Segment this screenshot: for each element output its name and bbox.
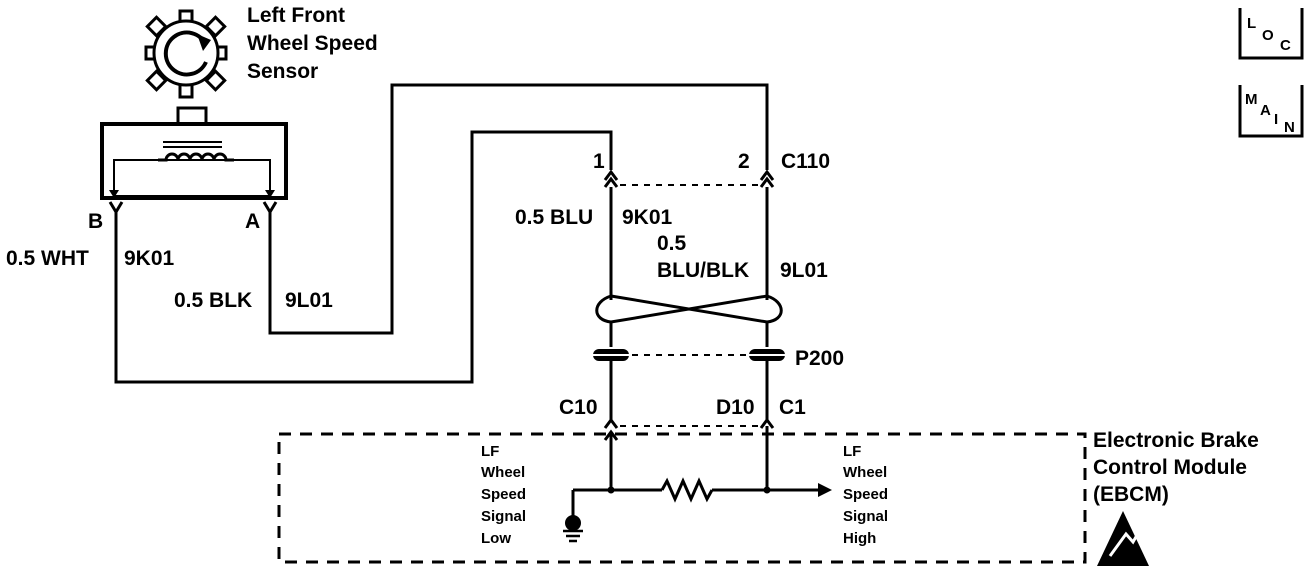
wire-black-gauge-color: 0.5 BLK: [174, 289, 252, 312]
loc-letter-l: L: [1247, 15, 1256, 32]
ground-icon: [563, 515, 583, 543]
svg-text:Wheel: Wheel: [481, 464, 525, 481]
twisted-pair-symbol: [595, 294, 783, 324]
sensor-pin-a-terminal: [262, 201, 278, 222]
svg-text:Signal: Signal: [843, 508, 888, 525]
svg-text:Speed: Speed: [843, 486, 888, 503]
location-view-button[interactable]: L O C: [1238, 8, 1304, 60]
main-letter-m: M: [1245, 91, 1258, 108]
main-letter-n: N: [1284, 119, 1295, 136]
ebcm-title-line1: Electronic Brake: [1093, 429, 1259, 452]
signal-high-label: LF Wheel Speed Signal High: [843, 443, 888, 547]
sensor-pin-a-label: A: [245, 210, 260, 233]
c110-pin2-terminal: [759, 169, 775, 188]
svg-text:Signal: Signal: [481, 508, 526, 525]
c1-pin-d10-terminal: [759, 417, 775, 429]
svg-text:LF: LF: [843, 443, 861, 460]
wire-blueblack-circuit: 9L01: [780, 259, 828, 282]
sensor-title-line3: Sensor: [247, 60, 318, 83]
harness-wires-upper: [609, 187, 769, 300]
sensor-coil: [158, 141, 234, 162]
wire-blue-circuit: 9K01: [622, 206, 673, 229]
wire-blue-gauge-color: 0.5 BLU: [515, 206, 593, 229]
svg-text:Low: Low: [481, 530, 511, 547]
sensor-title-line2: Wheel Speed: [247, 32, 378, 55]
loc-letter-o: O: [1262, 27, 1274, 44]
wire-blueblack-color: BLU/BLK: [657, 259, 749, 282]
c110-connector-label: C110: [781, 150, 830, 173]
svg-text:Wheel: Wheel: [843, 464, 887, 481]
main-letter-a: A: [1260, 102, 1271, 119]
signal-high-arrow-icon: [818, 483, 832, 497]
p200-inline-connector: [593, 349, 785, 361]
ebcm-title-line3: (EBCM): [1093, 483, 1169, 506]
esd-warning-icon: [1097, 511, 1149, 566]
sensor-body: [100, 106, 288, 200]
c1-pin-d10-label: D10: [716, 396, 755, 419]
p200-connector-label: P200: [795, 347, 844, 370]
harness-wires-middle: [609, 322, 769, 347]
c110-pin2-label: 2: [738, 150, 750, 173]
sensor-pin-b-terminal: [108, 201, 124, 222]
ebcm-input-leads: [609, 426, 769, 490]
svg-text:High: High: [843, 530, 876, 547]
main-menu-button[interactable]: M A I N: [1238, 85, 1304, 138]
harness-wires-lower: [609, 361, 769, 420]
loc-letter-c: C: [1280, 37, 1291, 54]
ebcm-resistor: [660, 477, 714, 503]
signal-low-label: LF Wheel Speed Signal Low: [481, 443, 526, 547]
wheel-speed-sensor-gear-icon: [144, 9, 228, 99]
sensor-pin-b-label: B: [88, 210, 103, 233]
wire-black-9l01: [268, 83, 769, 335]
svg-text:LF: LF: [481, 443, 499, 460]
c110-pin1-terminal: [603, 169, 619, 188]
ebcm-module-boundary: [277, 432, 1087, 564]
wire-white-circuit: 9K01: [124, 247, 175, 270]
wire-white-9k01: [114, 130, 613, 384]
wire-black-circuit: 9L01: [285, 289, 333, 312]
c1-connector-label: C1: [779, 396, 806, 419]
wire-white-gauge-color: 0.5 WHT: [6, 247, 89, 270]
main-letter-i: I: [1274, 111, 1278, 128]
c110-pin1-label: 1: [593, 150, 605, 173]
c1-pin-c10-label: C10: [559, 396, 598, 419]
sensor-title-line1: Left Front: [247, 4, 345, 27]
svg-text:Speed: Speed: [481, 486, 526, 503]
wire-blueblack-gauge: 0.5: [657, 232, 687, 255]
ebcm-title-line2: Control Module: [1093, 456, 1247, 479]
